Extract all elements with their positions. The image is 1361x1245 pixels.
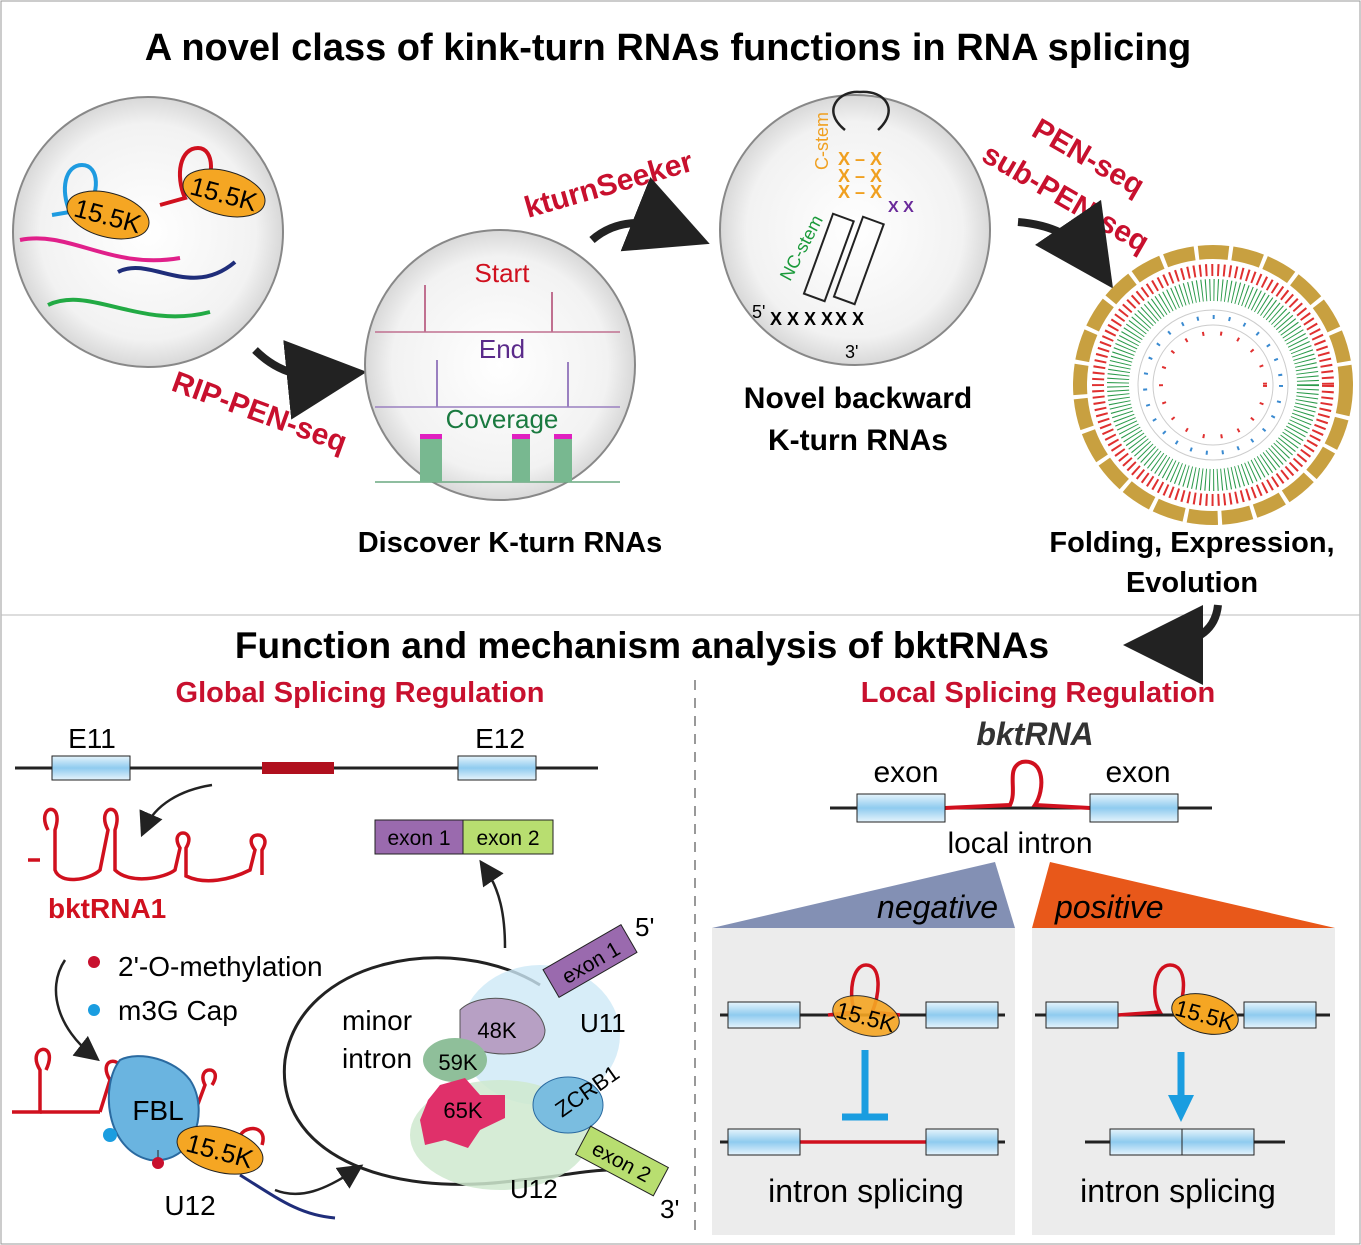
protein-15.5k <box>66 190 150 240</box>
arrow-icon <box>1123 604 1222 685</box>
negative-wedge <box>712 862 1015 928</box>
exon-e11 <box>51 755 131 781</box>
methylation-legend: 2'-O-methylation <box>118 951 323 982</box>
intron-splicing-left-label: intron splicing <box>768 1173 964 1209</box>
methylation-icon <box>88 956 100 968</box>
three-prime-label: 3' <box>660 1194 679 1224</box>
local-heading: Local Splicing Regulation <box>861 677 1215 709</box>
exon1-box <box>374 819 464 855</box>
minor-intron-label-2: intron <box>342 1043 412 1074</box>
protein-15.5k <box>182 168 266 218</box>
svg-text:X – X: X – X <box>838 182 882 202</box>
positive-wedge <box>1032 862 1335 928</box>
bktrna1-structure <box>28 807 267 883</box>
svg-text:X X: X X <box>888 199 914 216</box>
minor-intron-label-1: minor <box>342 1005 412 1036</box>
structure-caption-1: Novel backward <box>744 382 972 415</box>
discover-caption: Discover K-turn RNAs <box>358 527 663 559</box>
u12-label: U12 <box>510 1174 558 1204</box>
arrow-icon <box>589 177 710 252</box>
positive-label: positive <box>1054 889 1164 925</box>
svg-text:X – X: X – X <box>838 166 882 186</box>
svg-text:X – X: X – X <box>838 149 882 169</box>
coverage-label: Coverage <box>446 404 559 434</box>
exon1-label: exon 1 <box>387 827 450 850</box>
circos-plot <box>1073 245 1353 525</box>
main-title: A novel class of kink-turn RNAs function… <box>145 27 1192 69</box>
global-heading: Global Splicing Regulation <box>176 677 545 709</box>
svg-text:X X X X: X X X X <box>770 309 833 329</box>
c-stem-label: C-stem <box>812 112 832 170</box>
cap-legend: m3G Cap <box>118 995 238 1026</box>
u11-label: U11 <box>580 1008 626 1038</box>
bottom-title: Function and mechanism analysis of bktRN… <box>235 625 1049 666</box>
five-prime-label: 5' <box>752 302 765 322</box>
arrow-icon <box>1017 199 1114 289</box>
protein-15.5k <box>176 1125 264 1175</box>
65k-label: 65K <box>443 1098 482 1123</box>
end-label: End <box>479 334 525 364</box>
kturnseeker-label: kturnSeeker <box>521 145 697 225</box>
48k-label: 48K <box>477 1018 516 1043</box>
fbl-label: FBL <box>132 1095 183 1126</box>
start-label: Start <box>475 258 531 288</box>
discover-circle: Start End Coverage <box>364 229 636 501</box>
bktrna-label: bktRNA <box>976 716 1093 752</box>
five-prime-label: 5' <box>635 912 654 942</box>
structure-caption-2: K-turn RNAs <box>768 424 948 457</box>
intron-splicing-right-label: intron splicing <box>1080 1173 1276 1209</box>
exon-left <box>856 793 946 823</box>
inhibition-icon <box>842 1050 888 1121</box>
bktrna-locus <box>262 762 334 774</box>
rip-circle: 15.5K 15.5K <box>12 96 284 368</box>
exon-right <box>1089 793 1179 823</box>
e12-label: E12 <box>475 723 525 754</box>
exon-right-label: exon <box>1105 756 1170 789</box>
three-prime-label: 3' <box>845 342 858 362</box>
exon2-label: exon 2 <box>476 827 539 850</box>
exon2-box <box>462 819 554 855</box>
arrow-icon <box>252 339 367 420</box>
local-intron-label: local intron <box>947 827 1092 860</box>
exon-e12 <box>457 755 537 781</box>
kturn-structure-circle: X – X X – X X – X X X X X X X X X C-stem… <box>719 90 991 366</box>
circos-caption-2: Evolution <box>1126 567 1258 599</box>
negative-label: negative <box>877 889 998 925</box>
e11-label: E11 <box>68 723 116 754</box>
m3g-cap-icon <box>88 1004 100 1016</box>
svg-text:X X: X X <box>835 309 864 329</box>
activation-arrow-icon <box>1168 1052 1194 1122</box>
u12-left-label: U12 <box>164 1190 215 1221</box>
circos-caption-1: Folding, Expression, <box>1049 527 1334 559</box>
exon-left-label: exon <box>873 756 938 789</box>
bktrna1-label: bktRNA1 <box>48 893 166 924</box>
spliceosome: 48K 59K 65K ZCRB1 U11 U12 minor intron e… <box>282 912 679 1224</box>
59k-label: 59K <box>438 1050 477 1075</box>
